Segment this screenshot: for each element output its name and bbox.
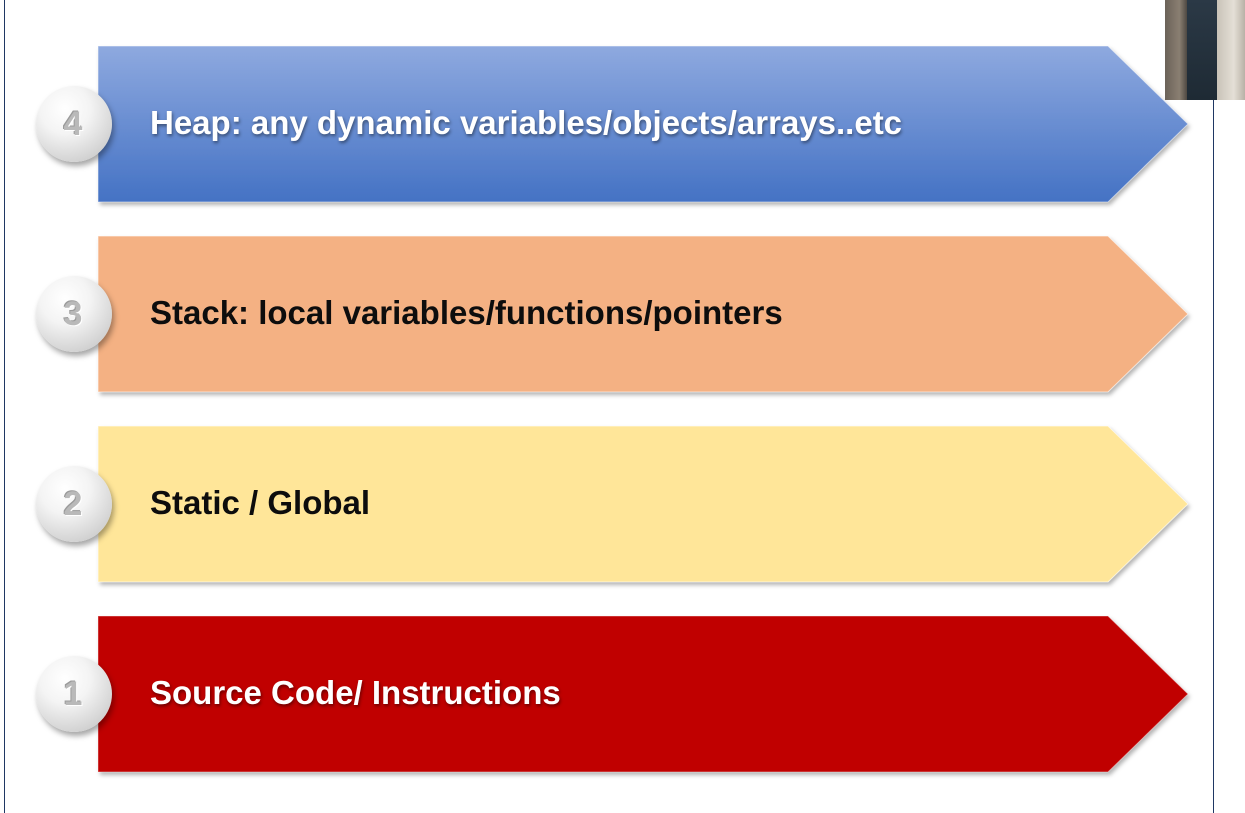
slide-border-right bbox=[1213, 0, 1214, 813]
layer-heap-label: Heap: any dynamic variables/objects/arra… bbox=[150, 104, 903, 141]
layer-static-arrow bbox=[97, 425, 1189, 583]
layer-static-label: Static / Global bbox=[150, 484, 371, 521]
heap-arrow-shape bbox=[98, 46, 1188, 202]
layer-stack-label: Stack: local variables/functions/pointer… bbox=[150, 294, 783, 331]
slide-border-left bbox=[4, 0, 5, 813]
static-arrow-shape bbox=[98, 426, 1188, 582]
layer-source-code-arrow bbox=[97, 615, 1189, 773]
layer-4-number-badge: 4 bbox=[36, 86, 112, 162]
layer-source-code: 1 Source Code/ Instructions bbox=[0, 614, 1245, 774]
layer-1-number: 1 bbox=[63, 674, 83, 713]
layer-static: 2 Static / Global bbox=[0, 424, 1245, 584]
layer-1-number-badge: 1 bbox=[36, 656, 112, 732]
layer-4-number: 4 bbox=[63, 104, 83, 143]
layer-3-number: 3 bbox=[63, 294, 83, 333]
layer-stack: 3 Stack: local variables/functions/point… bbox=[0, 234, 1245, 394]
layer-stack-arrow bbox=[97, 235, 1189, 393]
layer-source-code-label: Source Code/ Instructions bbox=[150, 674, 561, 711]
stack-arrow-shape bbox=[98, 236, 1188, 392]
layer-heap: 4 Heap: any dynamic variables/objects/ar… bbox=[0, 44, 1245, 204]
webcam-thumbnail bbox=[1165, 0, 1245, 100]
layer-2-number: 2 bbox=[63, 484, 83, 523]
layer-2-number-badge: 2 bbox=[36, 466, 112, 542]
layer-heap-arrow bbox=[97, 45, 1189, 203]
source-code-arrow-shape bbox=[98, 616, 1188, 772]
layer-3-number-badge: 3 bbox=[36, 276, 112, 352]
